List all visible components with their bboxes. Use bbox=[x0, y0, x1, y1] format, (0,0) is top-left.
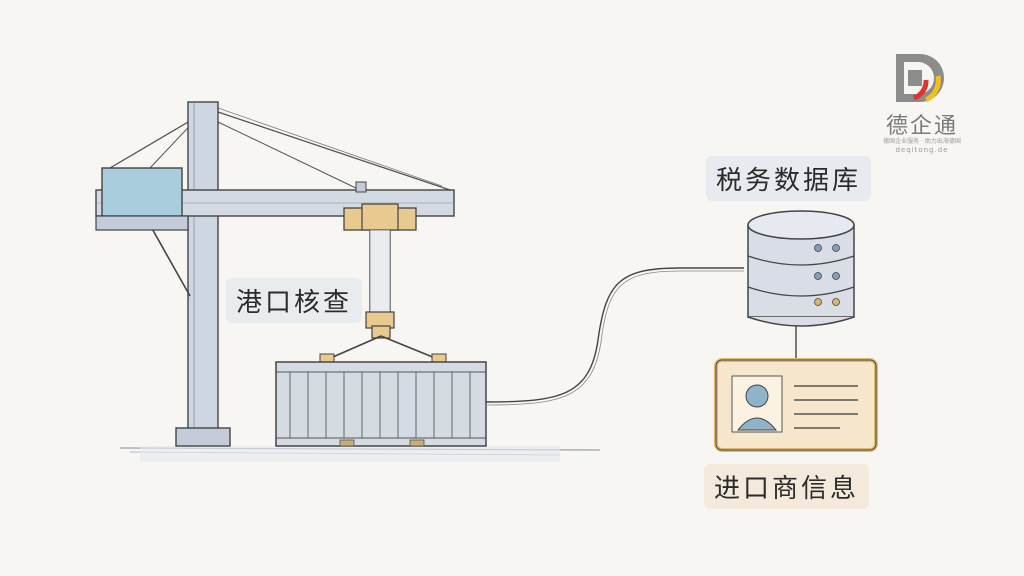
id-card-icon bbox=[714, 358, 878, 452]
label-tax-database: 税务数据库 bbox=[706, 156, 872, 201]
person-avatar-icon bbox=[731, 375, 783, 433]
label-port-inspection: 港口核查 bbox=[226, 278, 363, 323]
ground-line bbox=[119, 446, 601, 462]
logo-tagline: 德国企业服务 · 助力出海德国 bbox=[883, 138, 961, 145]
logo-name: 德企通 bbox=[885, 114, 958, 139]
shipping-container-icon bbox=[275, 361, 487, 447]
logo-d-mark-icon bbox=[896, 54, 944, 103]
port-crane-icon bbox=[95, 101, 455, 447]
brand-logo: 德企通 德国企业服务 · 助力出海德国 deqitong.de bbox=[872, 50, 972, 160]
database-icon bbox=[747, 210, 855, 327]
connector-container-database bbox=[485, 267, 744, 403]
logo-domain: deqitong.de bbox=[895, 146, 949, 154]
label-importer-info: 进口商信息 bbox=[704, 464, 870, 509]
